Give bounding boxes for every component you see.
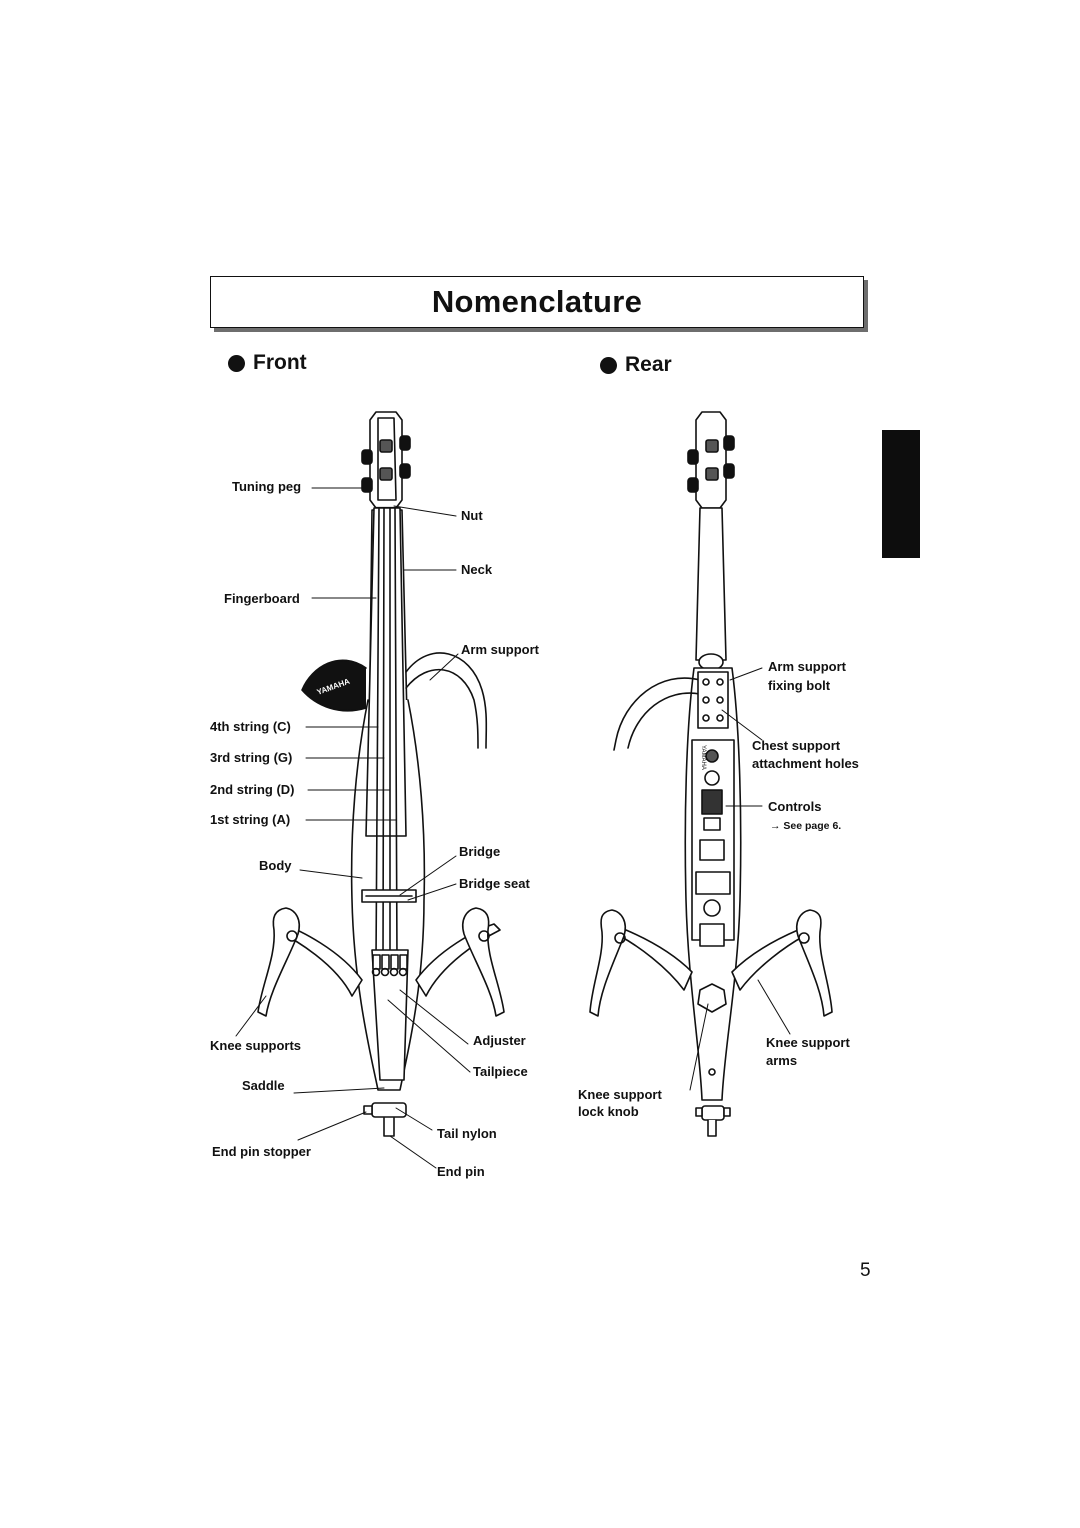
front-heading-text: Front bbox=[253, 351, 307, 374]
label-2nd-string: 2nd string (D) bbox=[210, 782, 295, 797]
label-knee-support-lock-knob-line1: Knee support bbox=[578, 1087, 662, 1102]
label-knee-support-arms-line2: arms bbox=[766, 1053, 798, 1068]
label-arm-support-fixing-bolt-line2: fixing bolt bbox=[768, 678, 831, 693]
bullet-icon bbox=[228, 354, 245, 372]
label-chest-support-line2: attachment holes bbox=[752, 756, 859, 771]
label-tail-nylon: Tail nylon bbox=[437, 1126, 497, 1141]
label-end-pin: End pin bbox=[437, 1164, 485, 1179]
label-arm-support: Arm support bbox=[461, 642, 539, 657]
label-bridge-seat: Bridge seat bbox=[459, 876, 530, 891]
label-body: Body bbox=[259, 858, 292, 873]
label-tuning-peg: Tuning peg bbox=[232, 479, 302, 494]
front-cello-illustration: YAMAHA bbox=[257, 411, 505, 1137]
label-chest-support-line1: Chest support bbox=[752, 738, 841, 753]
rear-leader-lines bbox=[689, 667, 791, 1091]
label-knee-supports: Knee supports bbox=[210, 1038, 302, 1053]
label-1st-string: 1st string (A) bbox=[210, 812, 291, 827]
side-tab-marker bbox=[882, 430, 920, 558]
rear-heading: Rear bbox=[600, 353, 672, 377]
label-arm-support-fixing-bolt-line1: Arm support bbox=[768, 659, 846, 674]
label-fingerboard: Fingerboard bbox=[224, 591, 300, 606]
label-controls: Controls bbox=[768, 799, 822, 814]
page-number: 5 bbox=[860, 1260, 871, 1281]
page-title-box: Nomenclature bbox=[210, 276, 864, 328]
page-title: Nomenclature bbox=[431, 284, 643, 319]
label-tailpiece: Tailpiece bbox=[473, 1064, 528, 1079]
front-leader-lines bbox=[235, 487, 471, 1169]
label-adjuster: Adjuster bbox=[473, 1033, 526, 1048]
rear-cello-illustration: YAMAHA bbox=[589, 411, 833, 1137]
label-nut: Nut bbox=[461, 508, 483, 523]
label-3rd-string: 3rd string (G) bbox=[210, 750, 293, 765]
label-knee-support-arms-line1: Knee support bbox=[766, 1035, 850, 1050]
label-see-page-reference: → See page 6. bbox=[770, 820, 842, 832]
label-saddle: Saddle bbox=[242, 1078, 285, 1093]
label-neck: Neck bbox=[461, 562, 493, 577]
svg-text:YAMAHA: YAMAHA bbox=[700, 745, 706, 770]
label-4th-string: 4th string (C) bbox=[210, 719, 291, 734]
label-end-pin-stopper: End pin stopper bbox=[212, 1144, 311, 1159]
rear-heading-text: Rear bbox=[625, 353, 672, 376]
label-bridge: Bridge bbox=[459, 844, 501, 859]
label-knee-support-lock-knob-line2: lock knob bbox=[578, 1104, 639, 1119]
front-heading: Front bbox=[228, 351, 307, 375]
bullet-icon bbox=[600, 356, 617, 374]
